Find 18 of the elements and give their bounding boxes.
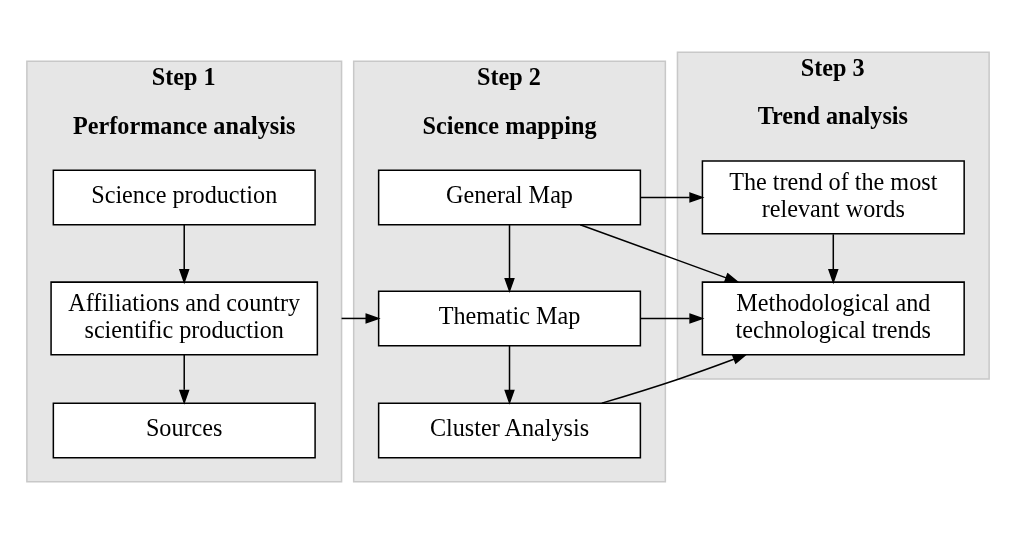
node-box: Sources [52, 402, 316, 459]
arrow [639, 313, 705, 324]
node-box: The trend of the most relevant words [701, 160, 965, 235]
node-box: Methodological and technological trends [701, 281, 965, 356]
node-box: Science production [52, 169, 316, 226]
arrow [828, 233, 839, 285]
node-box: General Map [377, 169, 642, 226]
arrow [601, 354, 748, 404]
arrow [178, 224, 190, 285]
arrow [579, 223, 740, 283]
arrow [178, 354, 190, 405]
node-box: Thematic Map [377, 290, 642, 347]
arrow [504, 224, 515, 294]
arrow [504, 345, 515, 405]
node-box: Affiliations and country scientific production [50, 281, 319, 356]
node-box: Cluster Analysis [377, 402, 642, 459]
arrow [639, 192, 705, 203]
arrow [340, 313, 381, 324]
